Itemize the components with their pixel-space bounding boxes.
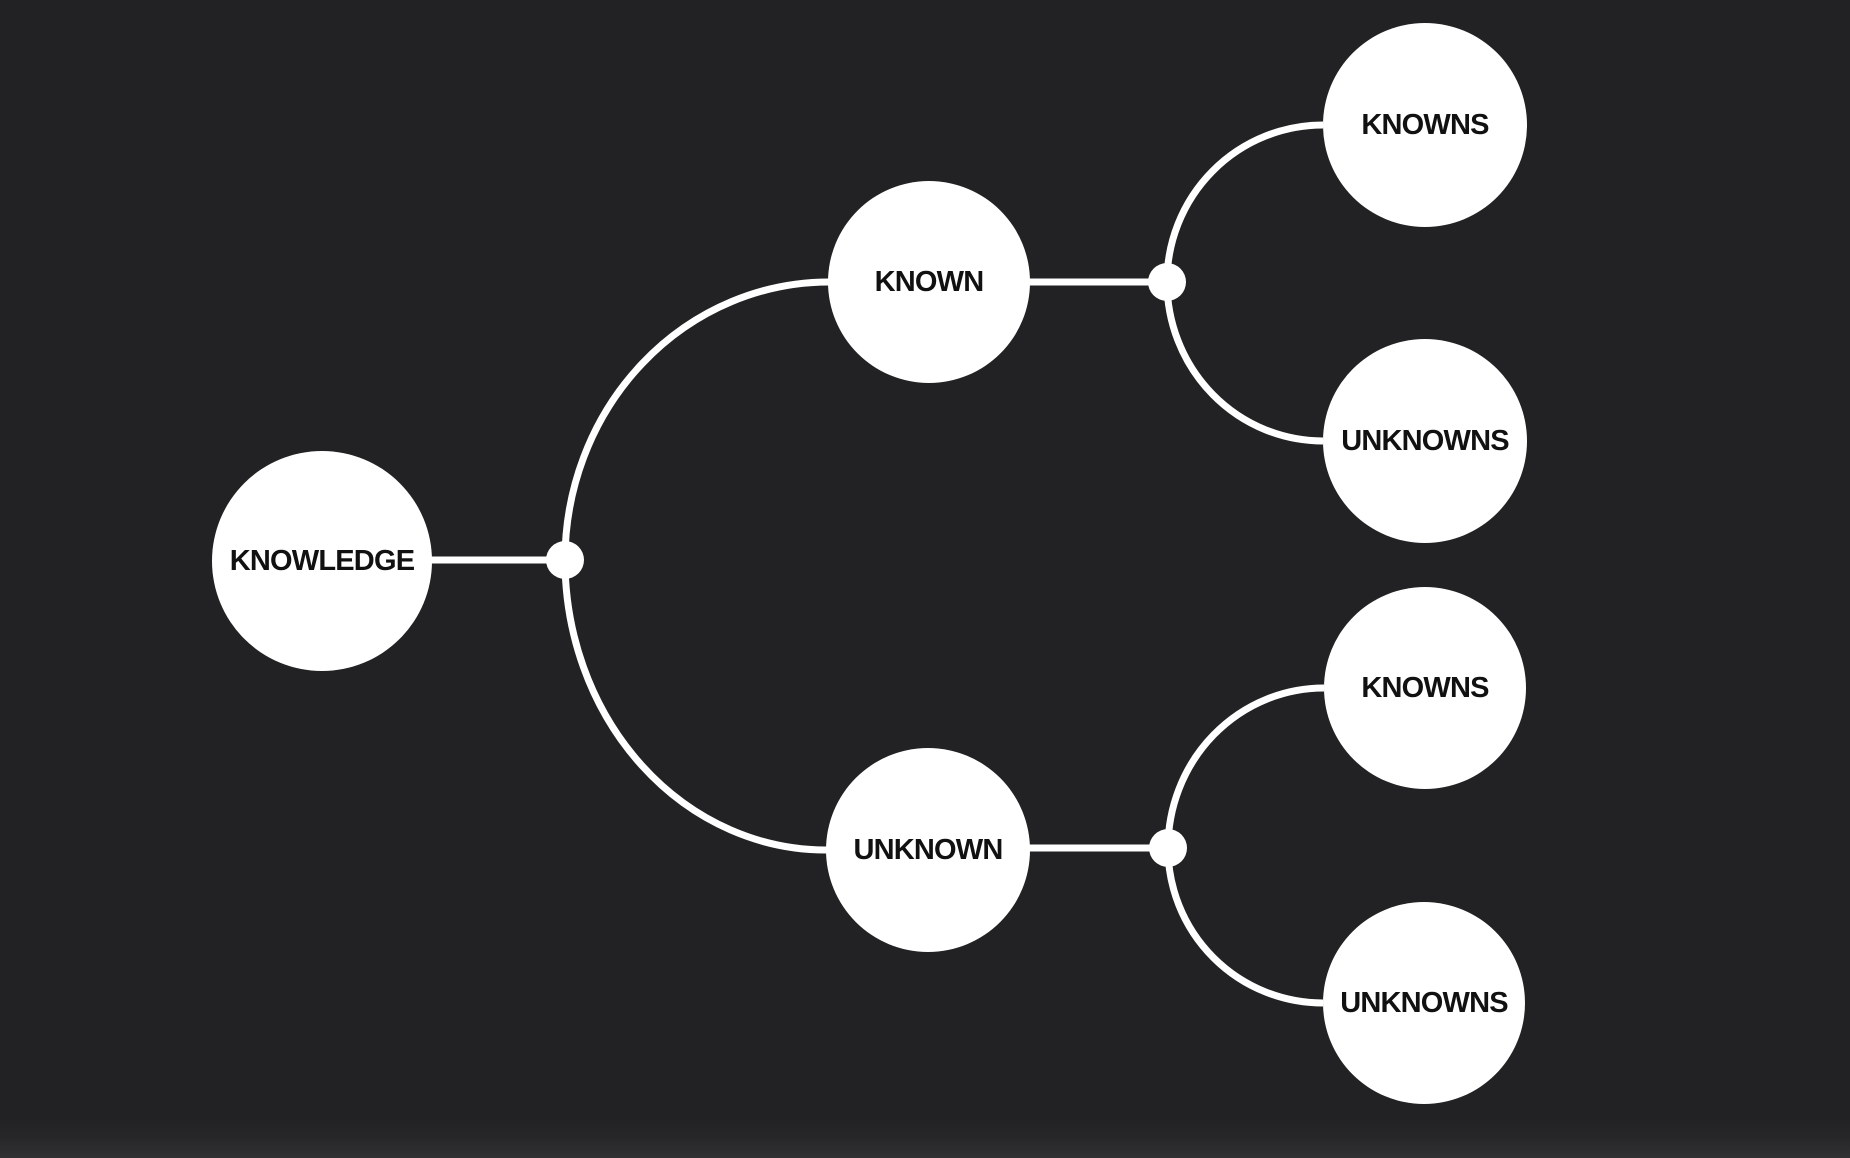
- node-unknown-unknowns[interactable]: UNKNOWNS: [1323, 902, 1525, 1104]
- branch-junction-dot: [1148, 263, 1186, 301]
- node-known-unknowns[interactable]: UNKNOWNS: [1323, 339, 1527, 543]
- node-known-knowns[interactable]: KNOWNS: [1323, 23, 1527, 227]
- edge-junction-known: [561, 278, 830, 561]
- node-unknown-label: UNKNOWN: [853, 833, 1003, 866]
- node-unknown-knowns[interactable]: KNOWNS: [1324, 587, 1526, 789]
- node-known-label: KNOWN: [874, 265, 985, 298]
- node-unknown[interactable]: UNKNOWN: [826, 748, 1030, 952]
- branch-junction-dot: [546, 541, 584, 579]
- node-knowledge[interactable]: KNOWLEDGE: [212, 451, 432, 671]
- node-unknown-unknowns-label: UNKNOWNS: [1340, 986, 1508, 1019]
- node-known-knowns-label: KNOWNS: [1361, 108, 1489, 141]
- node-known-unknowns-label: UNKNOWNS: [1341, 424, 1509, 457]
- edge-junction-unknown-unknowns: [1164, 847, 1324, 1007]
- edge-junction-unknown-knowns: [1164, 684, 1325, 849]
- edge-junction-known-knowns: [1163, 121, 1324, 283]
- node-unknown-knowns-label: KNOWNS: [1361, 671, 1489, 704]
- branch-junction-dot: [1149, 829, 1187, 867]
- node-knowledge-label: KNOWLEDGE: [229, 544, 415, 577]
- edge-junction-known-unknowns: [1163, 281, 1324, 445]
- node-known[interactable]: KNOWN: [828, 181, 1030, 383]
- edge-junction-unknown: [561, 559, 828, 854]
